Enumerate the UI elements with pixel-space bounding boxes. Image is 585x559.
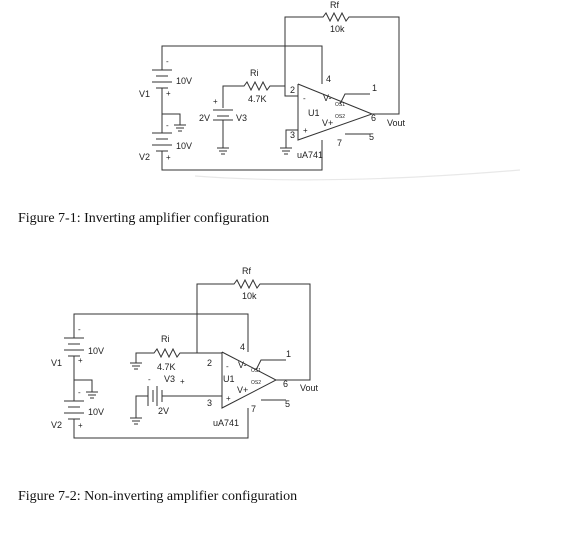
ri-value: 4.7K [248, 94, 267, 104]
noninverting-input-sign: + [226, 394, 231, 403]
v1-value: 10V [88, 346, 104, 356]
rf-value: 10k [242, 291, 257, 301]
u1-label: U1 [308, 108, 320, 118]
v2-plus-sign: + [166, 153, 171, 162]
v3-source [130, 386, 222, 425]
v1-top-wire [73, 313, 249, 352]
pin7-number: 7 [251, 404, 256, 414]
os2-label: OS2 [251, 380, 261, 386]
ground-symbol [74, 379, 98, 399]
v3-label: V3 [164, 374, 175, 384]
pin4-number: 4 [240, 342, 245, 352]
ri-label: Ri [161, 334, 170, 344]
v2-battery [152, 129, 323, 171]
pin6-number: 6 [283, 379, 288, 389]
figure-7-1-caption: Figure 7-1: Inverting amplifier configur… [18, 211, 270, 226]
vminus-label: V- [238, 360, 247, 370]
pin3-ground [280, 129, 298, 155]
offset-pins [255, 359, 286, 401]
vplus-label: V+ [237, 385, 248, 395]
v3-value: 2V [199, 113, 210, 123]
v2-battery [64, 397, 249, 439]
part-number: uA741 [297, 150, 323, 160]
noninverting-input-sign: + [303, 126, 308, 135]
part-number: uA741 [213, 418, 239, 428]
ri-resistor [222, 80, 298, 97]
rf-resistor [284, 11, 400, 115]
v2-value: 10V [176, 141, 192, 151]
pin1-number: 1 [286, 349, 291, 359]
v2-minus-sign: - [78, 388, 81, 397]
v2-label: V2 [139, 152, 150, 162]
inverting-amplifier-schematic: Rf 10k - + V1 10V - + V2 10V + V3 2V Ri … [139, 0, 521, 181]
pin5-number: 5 [285, 399, 290, 409]
v1-battery [152, 66, 172, 129]
u1-label: U1 [223, 374, 235, 384]
non-inverting-amplifier-schematic: Rf 10k - + V1 10V - + V2 10V Ri 4.7K - +… [51, 266, 319, 439]
v3-minus-sign: - [148, 375, 151, 384]
os1-label: OS1 [251, 368, 261, 374]
v3-plus-sign: + [213, 97, 218, 106]
vout-label: Vout [300, 383, 319, 393]
rf-label: Rf [242, 266, 251, 276]
v2-label: V2 [51, 420, 62, 430]
pin1-number: 1 [372, 83, 377, 93]
v1-plus-sign: + [166, 89, 171, 98]
vminus-label: V- [323, 93, 332, 103]
v2-minus-sign: - [166, 121, 169, 130]
inverting-input-sign: - [303, 94, 306, 103]
v1-value: 10V [176, 76, 192, 86]
pin6-number: 6 [371, 113, 376, 123]
pin5-number: 5 [369, 132, 374, 142]
v1-plus-sign: + [78, 356, 83, 365]
ground-symbol [162, 113, 186, 132]
os2-label: OS2 [335, 114, 345, 120]
os1-label: OS1 [335, 102, 345, 108]
offset-pins [339, 93, 370, 135]
ri-label: Ri [250, 68, 259, 78]
v1-top-wire [161, 45, 323, 84]
pin2-number: 2 [207, 358, 212, 368]
op-amp-triangle [297, 83, 374, 141]
v3-source [213, 96, 233, 155]
pin2-number: 2 [290, 85, 295, 95]
pin3-number: 3 [207, 398, 212, 408]
ri-value: 4.7K [157, 362, 176, 372]
figure-7-2-caption: Figure 7-2: Non-inverting amplifier conf… [18, 489, 298, 504]
scan-artifact [194, 169, 521, 181]
rf-value: 10k [330, 24, 345, 34]
v1-battery [64, 334, 84, 397]
v2-value: 10V [88, 407, 104, 417]
v3-label: V3 [236, 113, 247, 123]
rf-resistor [196, 278, 311, 381]
vout-label: Vout [387, 118, 406, 128]
rf-label: Rf [330, 0, 339, 10]
v1-minus-sign: - [78, 325, 81, 334]
v3-value: 2V [158, 406, 169, 416]
v1-label: V1 [51, 358, 62, 368]
v1-minus-sign: - [166, 57, 169, 66]
pin4-number: 4 [326, 74, 331, 84]
pin7-number: 7 [337, 138, 342, 148]
op-amp-triangle [221, 351, 278, 409]
ri-resistor [130, 347, 222, 370]
v2-plus-sign: + [78, 421, 83, 430]
pin3-number: 3 [290, 130, 295, 140]
vplus-label: V+ [322, 118, 333, 128]
v3-plus-sign: + [180, 377, 185, 386]
v1-label: V1 [139, 89, 150, 99]
inverting-input-sign: - [226, 362, 229, 371]
